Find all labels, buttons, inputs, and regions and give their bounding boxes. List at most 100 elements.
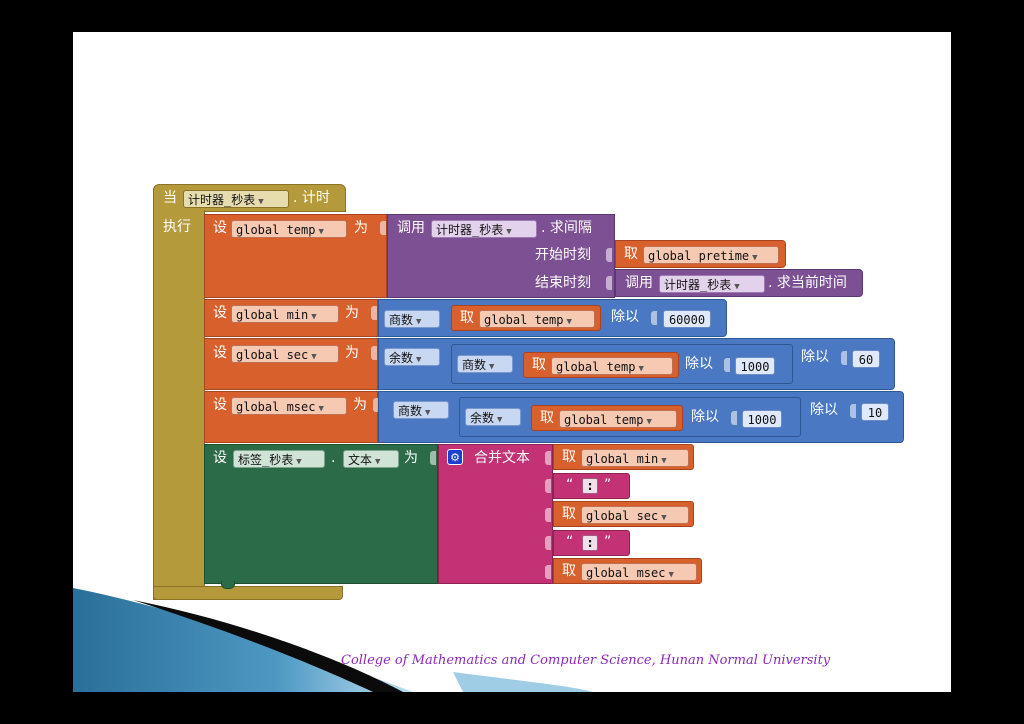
start-time-label: 开始时刻 xyxy=(535,247,591,263)
value-socket xyxy=(380,221,386,235)
call-method-label: . 求间隔 xyxy=(541,220,592,236)
chevron-down-icon: ▼ xyxy=(661,513,667,523)
sec-quotient-op-dropdown[interactable]: 商数▼ xyxy=(457,355,513,373)
divide-label: 除以 xyxy=(810,402,838,418)
set-keyword: 设 xyxy=(213,220,227,236)
event-component-dropdown[interactable]: 计时器_秒表▼ xyxy=(183,190,289,208)
call-keyword: 调用 xyxy=(397,220,425,236)
to-keyword: 为 xyxy=(404,450,418,466)
value-socket xyxy=(606,248,612,262)
end-time-label: 结束时刻 xyxy=(535,275,591,291)
get-temp-var-dropdown[interactable]: global temp▼ xyxy=(551,357,673,375)
set-min-var-dropdown[interactable]: global min▼ xyxy=(231,305,339,323)
chevron-down-icon: ▼ xyxy=(566,317,572,327)
to-keyword: 为 xyxy=(354,220,368,236)
get-pretime-var-dropdown[interactable]: global pretime▼ xyxy=(643,246,779,264)
call-keyword: 调用 xyxy=(625,275,653,291)
chevron-down-icon: ▼ xyxy=(506,227,512,237)
chevron-down-icon: ▼ xyxy=(296,457,302,467)
join-text-block[interactable] xyxy=(438,444,553,584)
get-min-var-dropdown[interactable]: global min▼ xyxy=(581,449,689,467)
value-socket xyxy=(545,536,551,550)
divide-label: 除以 xyxy=(691,409,719,425)
get-temp-var-dropdown[interactable]: global temp▼ xyxy=(559,410,677,428)
set-msec-var-dropdown[interactable]: global msec▼ xyxy=(231,397,347,415)
colon-text-field[interactable]: : xyxy=(582,535,598,551)
to-keyword: 为 xyxy=(345,345,359,361)
chevron-down-icon: ▼ xyxy=(638,364,644,374)
slide-swoosh-decoration xyxy=(73,588,593,692)
value-socket xyxy=(545,451,551,465)
close-quote: ” xyxy=(604,534,612,550)
chevron-down-icon: ▼ xyxy=(416,317,422,327)
get-temp-var-dropdown[interactable]: global temp▼ xyxy=(479,310,595,328)
chevron-down-icon: ▼ xyxy=(425,408,431,418)
number-10[interactable]: 10 xyxy=(861,403,889,421)
set-sec-var-dropdown[interactable]: global sec▼ xyxy=(231,345,339,363)
chevron-down-icon: ▼ xyxy=(375,457,381,467)
event-block-spine xyxy=(153,210,205,600)
number-60000[interactable]: 60000 xyxy=(663,310,711,328)
chevron-down-icon: ▼ xyxy=(646,417,652,427)
value-socket xyxy=(371,306,377,320)
value-socket xyxy=(651,311,657,325)
call-current-time-block[interactable] xyxy=(615,269,863,297)
chevron-down-icon: ▼ xyxy=(752,253,758,263)
slide-footer: College of Mathematics and Computer Scie… xyxy=(341,653,831,668)
current-time-method-label: . 求当前时间 xyxy=(768,275,847,291)
colon-text-field[interactable]: : xyxy=(582,478,598,494)
slide: 当 计时器_秒表▼ . 计时 执行 设 global temp▼ 为 调用 计时… xyxy=(73,32,951,692)
chevron-down-icon: ▼ xyxy=(311,352,317,362)
to-keyword: 为 xyxy=(353,397,367,413)
set-temp-var-dropdown[interactable]: global temp▼ xyxy=(231,220,347,238)
chevron-down-icon: ▼ xyxy=(489,362,495,372)
number-60[interactable]: 60 xyxy=(852,350,880,368)
chevron-down-icon: ▼ xyxy=(497,415,503,425)
value-socket xyxy=(724,358,730,372)
get-keyword: 取 xyxy=(562,449,576,465)
chevron-down-icon: ▼ xyxy=(318,404,324,414)
chevron-down-icon: ▼ xyxy=(416,355,422,365)
get-keyword: 取 xyxy=(460,310,474,326)
divide-label: 除以 xyxy=(685,356,713,372)
get-keyword: 取 xyxy=(532,357,546,373)
msec-remainder-op-dropdown[interactable]: 余数▼ xyxy=(465,408,521,426)
value-socket xyxy=(731,411,737,425)
event-block-bottom xyxy=(153,586,343,600)
label-component-dropdown[interactable]: 标签_秒表▼ xyxy=(233,450,325,468)
call-component-dropdown[interactable]: 计时器_秒表▼ xyxy=(431,220,537,238)
value-socket xyxy=(545,508,551,522)
chevron-down-icon: ▼ xyxy=(318,227,324,237)
get-msec-var-dropdown[interactable]: global msec▼ xyxy=(581,563,697,581)
value-socket xyxy=(606,276,612,290)
label-property-dropdown[interactable]: 文本▼ xyxy=(343,450,399,468)
gear-icon[interactable]: ⚙ xyxy=(447,449,463,465)
number-1000[interactable]: 1000 xyxy=(742,410,782,428)
divide-label: 除以 xyxy=(801,349,829,365)
value-socket xyxy=(841,351,847,365)
dot-separator: . xyxy=(331,450,336,466)
msec-quotient-op-dropdown[interactable]: 商数▼ xyxy=(393,401,449,419)
chevron-down-icon: ▼ xyxy=(258,197,264,207)
event-do-label: 执行 xyxy=(163,219,191,235)
chevron-down-icon: ▼ xyxy=(311,312,317,322)
chevron-down-icon: ▼ xyxy=(661,456,667,466)
chevron-down-icon: ▼ xyxy=(668,570,674,580)
set-keyword: 设 xyxy=(213,345,227,361)
value-socket xyxy=(545,479,551,493)
get-keyword: 取 xyxy=(562,506,576,522)
join-text-label: 合并文本 xyxy=(474,450,530,466)
current-time-component-dropdown[interactable]: 计时器_秒表▼ xyxy=(659,275,765,293)
event-name-label: . 计时 xyxy=(293,190,330,206)
value-socket xyxy=(371,346,377,360)
chevron-down-icon: ▼ xyxy=(734,282,740,292)
open-quote: “ xyxy=(566,534,574,550)
divide-label: 除以 xyxy=(611,309,639,325)
value-socket xyxy=(545,565,551,579)
min-quotient-op-dropdown[interactable]: 商数▼ xyxy=(384,310,440,328)
value-socket xyxy=(850,404,856,418)
get-sec-var-dropdown[interactable]: global sec▼ xyxy=(581,506,689,524)
sec-remainder-op-dropdown[interactable]: 余数▼ xyxy=(384,348,440,366)
get-keyword: 取 xyxy=(540,410,554,426)
number-1000[interactable]: 1000 xyxy=(735,357,775,375)
